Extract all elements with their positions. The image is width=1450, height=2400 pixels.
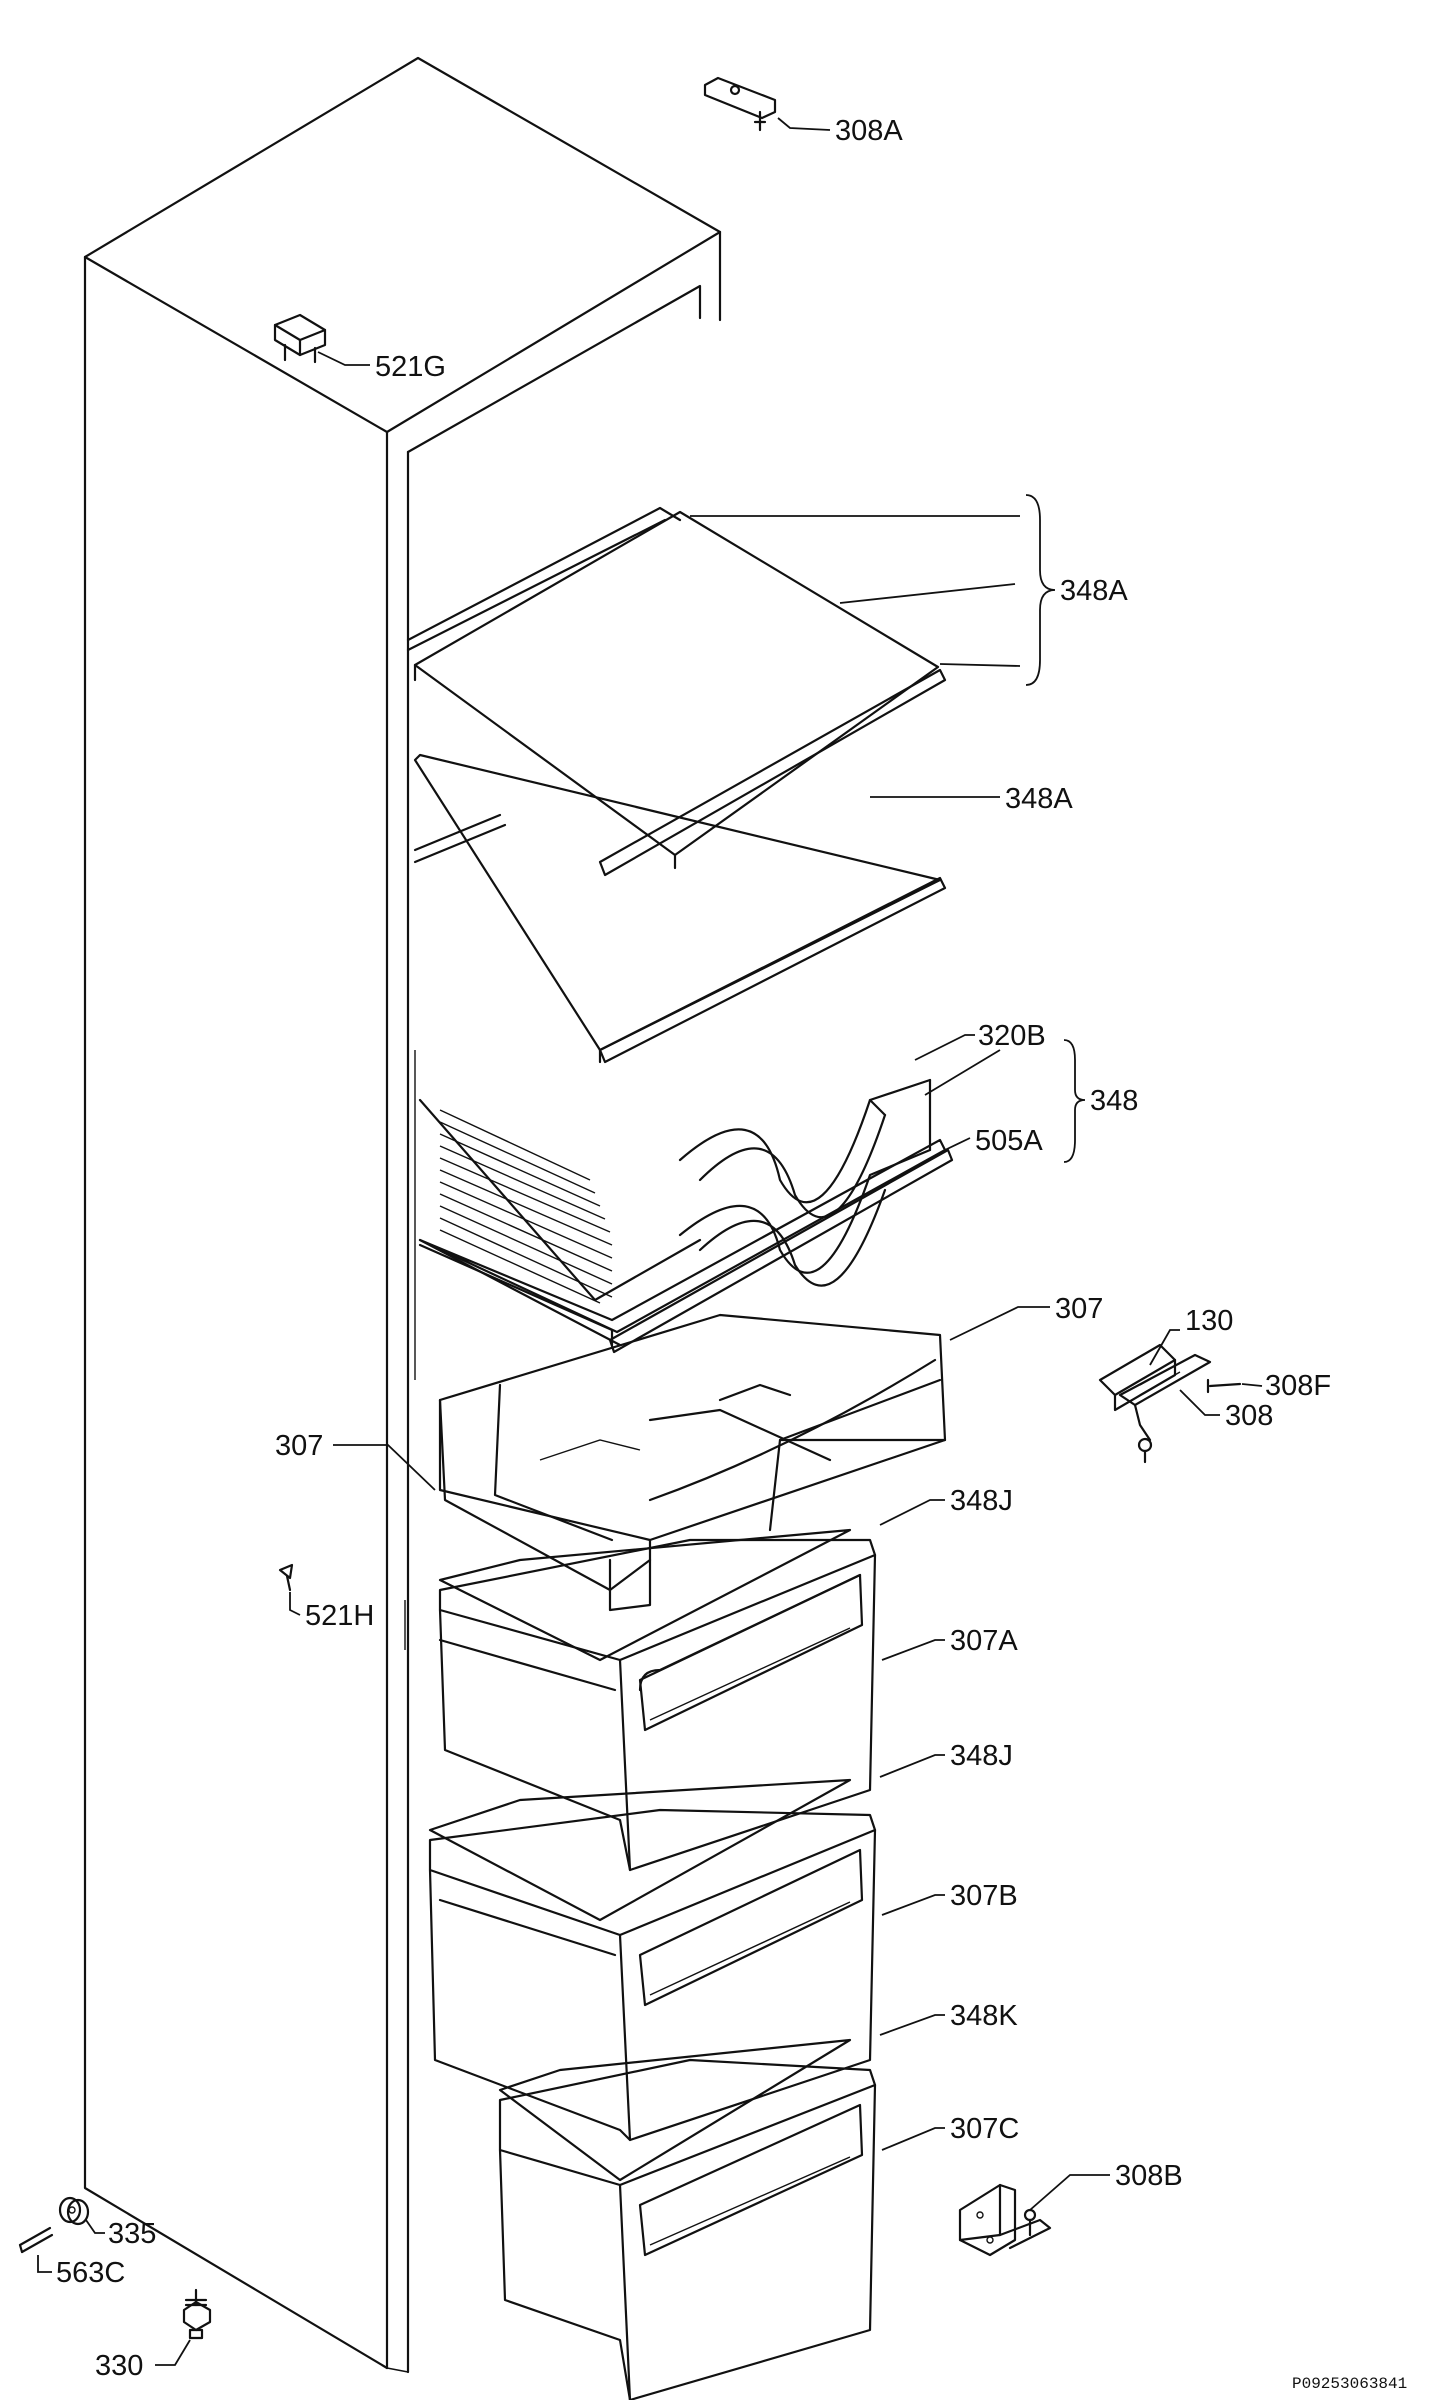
label-348j-top: 348J — [950, 1485, 1013, 1517]
cabinet — [83, 56, 722, 2374]
drawer-b — [428, 1808, 877, 2142]
label-308: 308 — [1225, 1400, 1273, 1432]
label-521g: 521G — [375, 351, 446, 383]
label-348j-low: 348J — [950, 1740, 1013, 1772]
part-308a-hinge — [703, 76, 777, 132]
label-130: 130 — [1185, 1305, 1233, 1337]
drawer-a — [438, 1538, 877, 1872]
label-348: 348 — [1090, 1085, 1138, 1117]
part-130-308-hinge-assembly — [1098, 1343, 1242, 1464]
label-307a: 307A — [950, 1625, 1018, 1657]
glass-plates — [428, 1528, 852, 2182]
label-348a-top: 348A — [1060, 575, 1128, 607]
part-308b-hinge — [958, 2183, 1052, 2257]
part-labels: 308A 521G 348A 348A 320B 348 505A 307 13… — [56, 115, 1407, 2393]
label-330: 330 — [95, 2350, 143, 2382]
label-563c: 563C — [56, 2257, 125, 2289]
part-330-foot — [182, 2288, 212, 2340]
glass-shelf-top — [406, 506, 947, 877]
label-521h: 521H — [305, 1600, 374, 1632]
label-307-left: 307 — [275, 1430, 323, 1462]
label-348a-mid: 348A — [1005, 783, 1073, 815]
label-505a: 505A — [975, 1125, 1043, 1157]
label-320b: 320B — [978, 1020, 1046, 1052]
label-348k: 348K — [950, 2000, 1018, 2032]
label-307-right: 307 — [1055, 1293, 1103, 1325]
wire-shelf-with-bottle-rack — [418, 1078, 954, 1354]
label-307b: 307B — [950, 1880, 1018, 1912]
crisper-bin — [438, 1313, 947, 1612]
part-335-wheel — [58, 2196, 90, 2226]
drawer-c — [498, 2058, 877, 2400]
part-521g-block — [273, 313, 327, 364]
label-307c: 307C — [950, 2113, 1019, 2145]
label-308b: 308B — [1115, 2160, 1183, 2192]
reference-code: P09253063841 — [1292, 2375, 1407, 2393]
label-308a: 308A — [835, 115, 903, 147]
part-521h-screw — [278, 1563, 294, 1592]
glass-shelf-middle — [413, 753, 947, 1064]
part-563c-axle — [18, 2226, 54, 2254]
label-335: 335 — [108, 2218, 156, 2250]
label-308f: 308F — [1265, 1370, 1331, 1402]
leader-lines — [37, 117, 1263, 2366]
